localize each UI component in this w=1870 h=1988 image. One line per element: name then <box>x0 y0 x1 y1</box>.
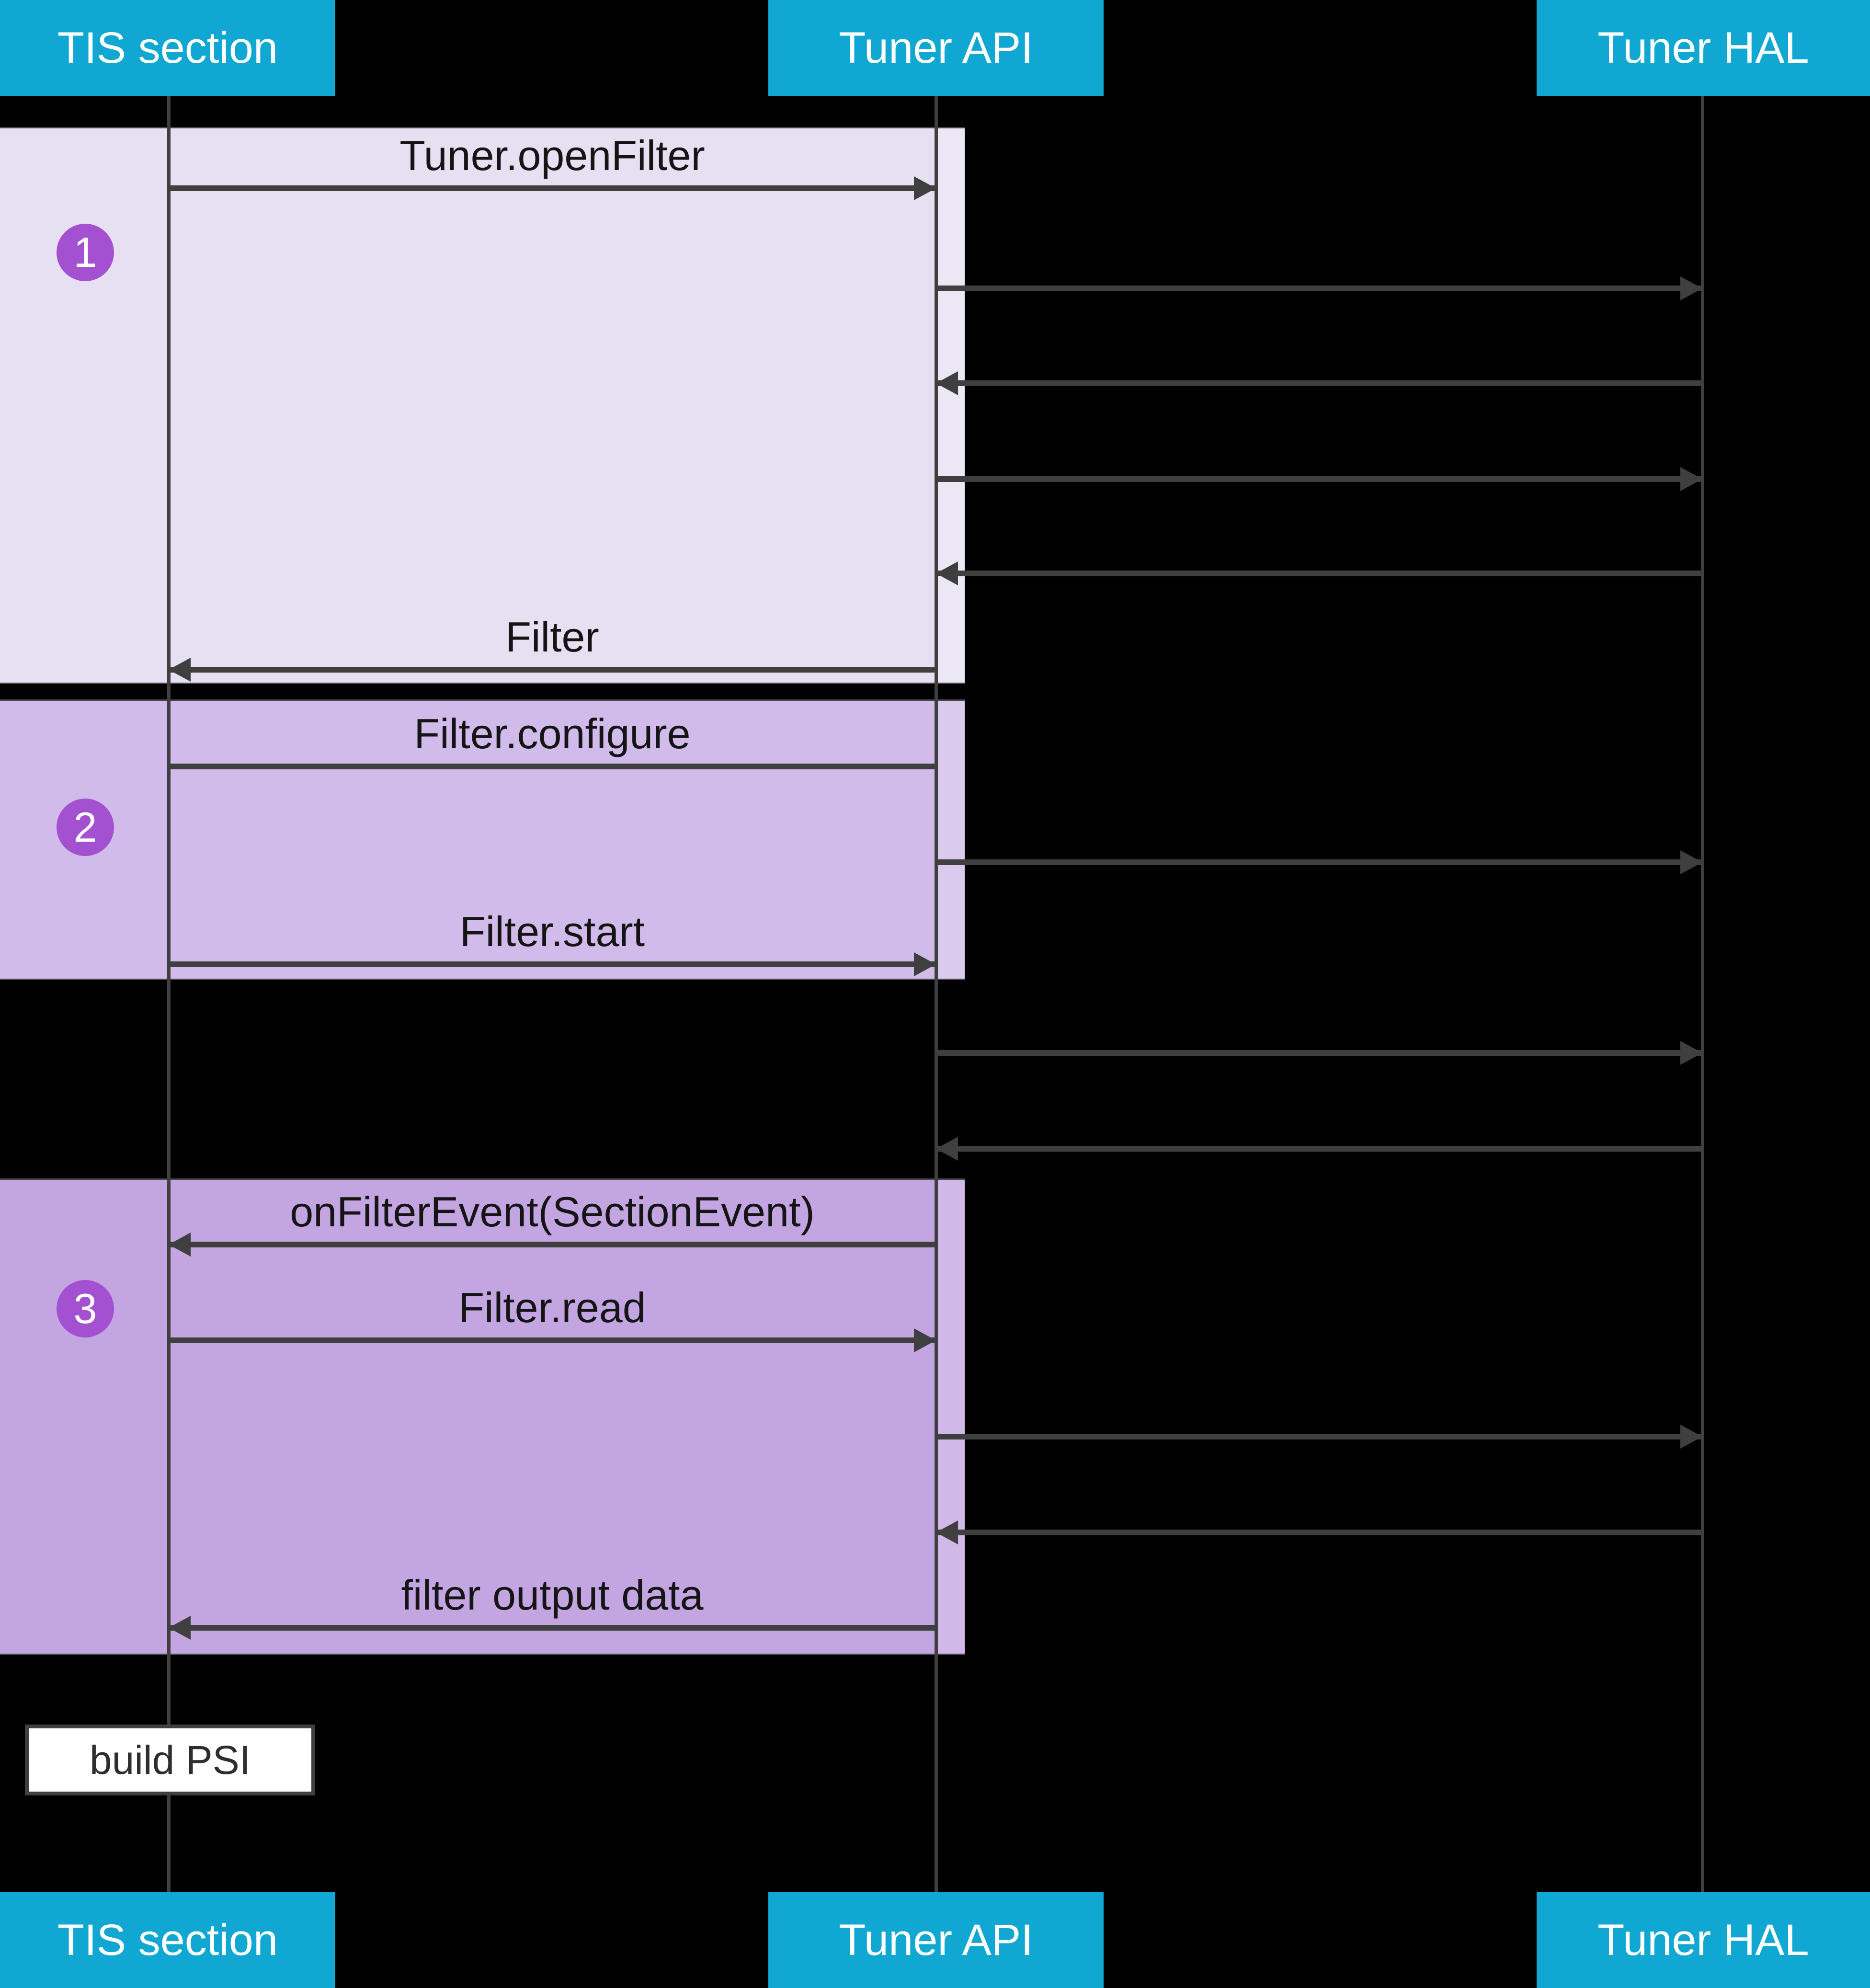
message-arrow-line <box>936 859 1702 865</box>
arrowhead-icon <box>1680 467 1702 491</box>
message-arrow-line <box>169 764 936 769</box>
message-arrow-line <box>936 571 1702 576</box>
arrowhead-icon <box>914 952 936 976</box>
arrowhead-icon <box>169 658 191 682</box>
arrowhead-icon <box>936 1520 958 1544</box>
arrowhead-icon <box>936 371 958 395</box>
message-label: Tuner.openFilter <box>399 132 705 179</box>
tuner-api-activation-bar <box>938 701 965 979</box>
message-arrow-line <box>169 961 936 967</box>
actor-header-tuner-api-top: Tuner API <box>768 0 1104 96</box>
note-build-psi: build PSI <box>25 1725 315 1795</box>
step-badge-3: 3 <box>57 1280 114 1337</box>
message-label: Filter.read <box>458 1284 646 1331</box>
arrowhead-icon <box>1680 850 1702 874</box>
arrowhead-icon <box>914 176 936 200</box>
arrowhead-icon <box>1680 1041 1702 1065</box>
message-arrow-line <box>169 1337 936 1343</box>
actor-header-tuner-hal-bottom: Tuner HAL <box>1537 1892 1870 1988</box>
section-block-2 <box>0 699 965 980</box>
message-arrow-line <box>169 1625 936 1631</box>
message-arrow-line <box>169 1242 936 1247</box>
arrowhead-icon <box>1680 1425 1702 1449</box>
arrowhead-icon <box>1680 276 1702 300</box>
message-label: Filter <box>505 613 599 661</box>
actor-header-tis-section-bottom: TIS section <box>0 1892 335 1988</box>
message-label: filter output data <box>401 1571 704 1619</box>
arrowhead-icon <box>936 1137 958 1161</box>
message-arrow-line <box>169 667 936 673</box>
actor-header-tis-section-top: TIS section <box>0 0 335 96</box>
message-arrow-line <box>936 1530 1702 1535</box>
message-arrow-line <box>936 286 1702 291</box>
arrowhead-icon <box>936 561 958 585</box>
arrowhead-icon <box>169 1233 191 1257</box>
message-arrow-line <box>936 1050 1702 1056</box>
tuner-api-activation-bar <box>938 128 965 683</box>
section-block-1 <box>0 127 965 684</box>
step-badge-1: 1 <box>57 224 114 281</box>
message-arrow-line <box>936 1146 1702 1152</box>
message-arrow-line <box>936 1434 1702 1440</box>
actor-header-tuner-api-bottom: Tuner API <box>768 1892 1104 1988</box>
actor-header-tuner-hal-top: Tuner HAL <box>1537 0 1870 96</box>
section-block-3 <box>0 1178 965 1655</box>
arrowhead-icon <box>914 1328 936 1352</box>
step-badge-2: 2 <box>57 799 114 856</box>
lifeline-tuner-hal <box>1701 96 1704 1892</box>
arrowhead-icon <box>169 1616 191 1640</box>
tuner-api-activation-bar <box>938 1180 965 1654</box>
message-label: Filter.configure <box>414 710 691 757</box>
message-arrow-line <box>169 185 936 191</box>
lifeline-tis-section <box>167 96 171 1892</box>
message-label: Filter.start <box>459 908 645 955</box>
lifeline-tuner-api <box>935 96 938 1892</box>
message-arrow-line <box>936 476 1702 482</box>
message-label: onFilterEvent(SectionEvent) <box>290 1188 815 1235</box>
message-arrow-line <box>936 380 1702 386</box>
